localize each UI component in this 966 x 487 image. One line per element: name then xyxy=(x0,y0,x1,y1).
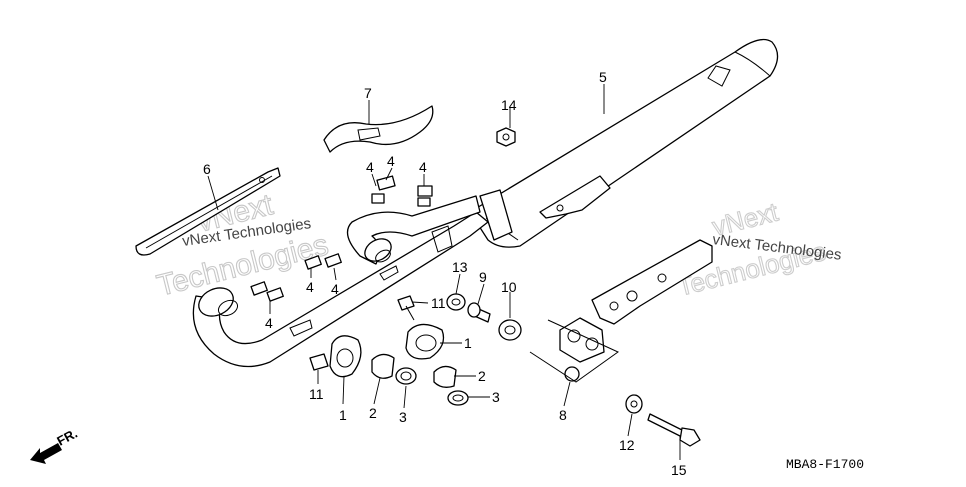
callout-12: 12 xyxy=(619,437,635,453)
front-arrow-icon xyxy=(30,443,62,464)
callout-4a: 4 xyxy=(366,159,374,175)
callout-4b: 4 xyxy=(387,153,395,169)
callout-4c: 4 xyxy=(419,159,427,175)
small-parts xyxy=(309,127,522,406)
callout-14: 14 xyxy=(501,97,517,113)
callout-8: 8 xyxy=(559,407,567,423)
callout-10: 10 xyxy=(501,279,517,295)
callout-11a: 11 xyxy=(431,295,446,311)
callout-5: 5 xyxy=(599,69,607,85)
front-direction-indicator: FR. xyxy=(30,426,80,464)
callout-3a: 3 xyxy=(399,409,407,425)
callout-11b: 11 xyxy=(309,386,324,402)
callout-2a: 2 xyxy=(369,405,377,421)
callout-4f: 4 xyxy=(265,315,273,331)
callout-9: 9 xyxy=(479,269,487,285)
callout-1a: 1 xyxy=(339,407,347,423)
callout-1b: 1 xyxy=(464,335,472,351)
muffler-bracket xyxy=(529,239,713,383)
leader-lines xyxy=(207,84,681,460)
callout-7: 7 xyxy=(364,85,372,101)
callout-2b: 2 xyxy=(478,368,486,384)
callout-4d: 4 xyxy=(306,279,314,295)
front-pipe xyxy=(346,189,513,265)
callout-13: 13 xyxy=(452,259,468,275)
heat-shield-7 xyxy=(323,105,434,153)
washer-and-bolt xyxy=(625,394,701,447)
callout-3b: 3 xyxy=(492,389,500,405)
muffler xyxy=(469,38,779,248)
callout-6: 6 xyxy=(203,161,211,177)
heat-shield-6 xyxy=(135,167,281,256)
callouts: 7 6 5 14 4 4 4 4 4 4 13 9 10 11 1 2 3 1 … xyxy=(203,69,687,478)
clip-pieces xyxy=(250,175,433,302)
diagram-code: MBA8-F1700 xyxy=(786,457,864,472)
exhaust-pipe xyxy=(192,211,489,368)
callout-15: 15 xyxy=(671,462,687,478)
callout-4e: 4 xyxy=(331,281,339,297)
